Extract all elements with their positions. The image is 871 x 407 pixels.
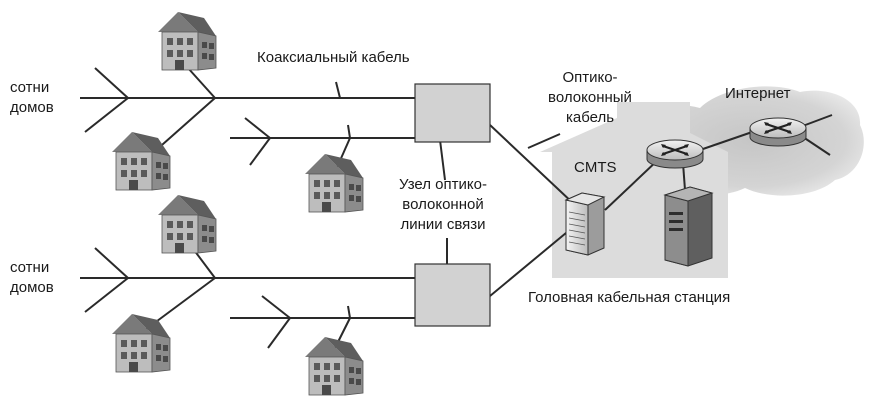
house-icon	[111, 313, 171, 373]
fiber-node-top	[414, 83, 491, 143]
fiber-node-label: Узел оптико- волоконной линии связи	[378, 175, 508, 235]
fiber-cable-line1: Оптико-	[562, 69, 618, 86]
router-icon	[645, 138, 705, 170]
cmts-label: CMTS	[574, 159, 617, 176]
house-icon	[157, 194, 217, 254]
house-icon	[111, 131, 171, 191]
homes-bottom-line1: сотни	[10, 259, 50, 276]
homes-top-line1: сотни	[10, 79, 50, 96]
fiber-node-line1: Узел оптико-	[399, 176, 487, 193]
fiber-cable-line3: кабель	[565, 109, 615, 126]
server-icon	[663, 186, 714, 267]
fiber-node-line3: линии связи	[400, 216, 486, 233]
homes-top-label: сотни домов	[10, 78, 54, 118]
coax-and-fiber-lines	[80, 47, 833, 353]
fiber-node-bottom	[414, 263, 491, 327]
coax-cable-label: Коаксиальный кабель	[257, 49, 410, 66]
homes-top-line2: домов	[10, 99, 54, 116]
house-icon	[304, 153, 364, 213]
house-icon	[157, 11, 217, 71]
fiber-node-line2: волоконной	[402, 196, 484, 213]
fiber-cable-line2: волоконный	[548, 89, 632, 106]
cmts-rack-icon	[564, 192, 606, 256]
house-icon	[304, 336, 364, 396]
fiber-cable-label: Оптико- волоконный кабель	[535, 68, 645, 128]
headend-label: Головная кабельная станция	[528, 289, 731, 306]
router-icon	[748, 116, 808, 148]
homes-bottom-label: сотни домов	[10, 258, 54, 298]
homes-bottom-line2: домов	[10, 279, 54, 296]
internet-label: Интернет	[725, 85, 791, 102]
